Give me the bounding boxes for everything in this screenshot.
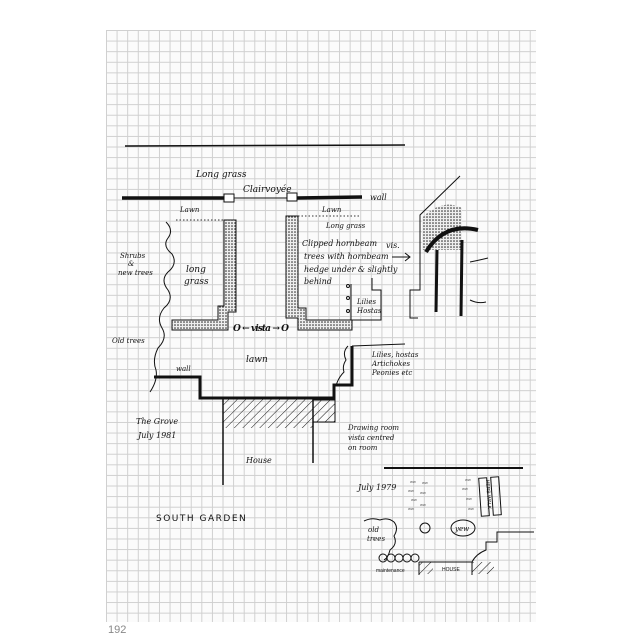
label-vista: O ← vista → O: [233, 324, 289, 334]
label-shrubs-3: new trees: [118, 269, 153, 277]
label-lawn-right: Lawn: [321, 206, 342, 214]
label-lilies-2: Hostas: [356, 307, 382, 315]
svg-text:ww: ww: [408, 488, 414, 493]
title-south-garden: SOUTH GARDEN: [156, 514, 247, 524]
inset-herb-walk: HERB WALK: [484, 480, 492, 510]
svg-text:ww: ww: [462, 486, 468, 491]
inset-house: HOUSE: [442, 567, 460, 573]
svg-text:ww: ww: [420, 490, 426, 495]
svg-text:ww: ww: [411, 497, 417, 502]
note-hornbeam-3: hedge under & slightly: [304, 265, 398, 274]
note-hornbeam-4: behind: [304, 277, 332, 286]
svg-text:ww: ww: [466, 496, 472, 501]
note-border-1: Lilies, hostas: [371, 351, 419, 359]
page-number: 192: [108, 624, 127, 636]
north-wall: [122, 192, 363, 203]
label-shrubs-1: Shrubs: [120, 252, 146, 260]
label-long-grass-right: Long grass: [325, 222, 366, 230]
note-drawing-1: Drawing room: [347, 424, 399, 432]
label-wall-top: wall: [370, 193, 387, 202]
label-house: House: [245, 456, 272, 465]
top-boundary-line: [124, 144, 406, 147]
svg-text:ww: ww: [422, 480, 428, 485]
note-border-3: Peonies etc: [371, 369, 412, 377]
hornbeam-hedge-left: [171, 219, 237, 331]
caption-place: The Grove: [136, 417, 178, 426]
old-trees-edge: [149, 221, 175, 393]
svg-text:ww: ww: [468, 506, 474, 511]
note-drawing-3: on room: [348, 444, 378, 452]
svg-text:ww: ww: [420, 502, 426, 507]
label-long-grass-left-2: grass: [184, 277, 209, 287]
inset-maintenance: maintenance: [376, 568, 405, 574]
border-edge: [351, 343, 406, 347]
label-lilies-1: Lilies: [356, 298, 377, 306]
note-border-2: Artichokes: [371, 360, 410, 368]
inset-old-trees-1: old: [368, 526, 379, 534]
house-step-hatched: [312, 399, 336, 423]
note-hornbeam-2: trees with hornbeam: [304, 252, 389, 261]
label-lawn-center: lawn: [246, 355, 268, 365]
svg-text:ww: ww: [410, 479, 416, 484]
label-shrubs-2: &: [128, 260, 134, 268]
inset-yew: yew: [454, 525, 469, 533]
lilies-bed-outline: [350, 278, 382, 321]
inset-old-trees-2: trees: [367, 535, 385, 543]
label-vis: vis.: [386, 241, 400, 250]
label-long-grass-top: Long grass: [195, 170, 247, 180]
label-lawn-left: Lawn: [179, 206, 200, 214]
perspective-sketch: [409, 175, 489, 319]
svg-text:ww: ww: [465, 477, 471, 482]
south-wall: [154, 346, 354, 400]
arrow-right-icon: [392, 252, 411, 262]
note-drawing-2: vista centred: [348, 434, 395, 442]
svg-text:ww: ww: [408, 506, 414, 511]
label-wall-bottom: wall: [176, 365, 191, 373]
label-long-grass-left-1: long: [186, 265, 206, 275]
caption-date: July 1981: [136, 431, 176, 440]
note-hornbeam-1: Clipped hornbeam: [302, 239, 377, 248]
label-old-trees: Old trees: [112, 337, 145, 345]
inset-date: July 1979: [356, 483, 396, 492]
house-hatched-terrace: [223, 398, 313, 428]
label-clairvoyee: Clairvoyée: [243, 184, 292, 195]
